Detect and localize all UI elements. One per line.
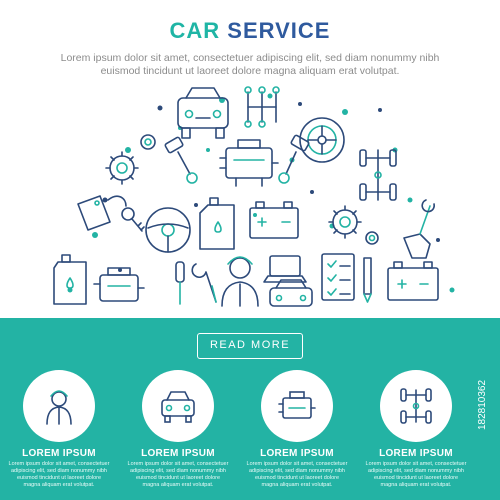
oil-canister-icon <box>199 197 235 250</box>
pencil-icon <box>363 257 372 303</box>
piston-icon <box>278 134 310 184</box>
oil-canister-icon <box>53 254 87 305</box>
icon-semicircle <box>53 86 455 307</box>
gearbox-icon <box>244 86 280 128</box>
feature-icon-circle <box>142 370 214 442</box>
feature-card: LOREM IPSUM Lorem ipsum dolor sit amet, … <box>361 370 471 489</box>
wheel-icon <box>299 117 345 163</box>
page-subtitle: Lorem ipsum dolor sit amet, consectetuer… <box>60 52 440 77</box>
features-section: READ MORE LOREM IPSUM Lorem ipsum dolor … <box>0 318 500 500</box>
chassis-icon <box>400 388 432 424</box>
feature-card: LOREM IPSUM Lorem ipsum dolor sit amet, … <box>242 370 352 489</box>
feature-card: LOREM IPSUM Lorem ipsum dolor sit amet, … <box>4 370 114 489</box>
title-word-service: SERVICE <box>227 18 331 43</box>
feature-title: LOREM IPSUM <box>22 448 96 459</box>
feature-icon-circle <box>380 370 452 442</box>
car-front-icon <box>161 391 195 423</box>
steering-wheel-icon <box>145 207 191 253</box>
piston-icon <box>164 136 198 184</box>
feature-description: Lorem ipsum dolor sit amet, consectetuer… <box>127 461 229 488</box>
feature-title: LOREM IPSUM <box>379 448 453 459</box>
checklist-icon <box>321 253 355 301</box>
battery-icon <box>387 261 439 301</box>
car-icon <box>269 279 313 307</box>
feature-card: LOREM IPSUM Lorem ipsum dolor sit amet, … <box>123 370 233 489</box>
mechanic-icon <box>46 390 72 425</box>
page-title: CAR SERVICE <box>0 18 500 44</box>
feature-icon-circle <box>23 370 95 442</box>
feature-icon-circle <box>261 370 333 442</box>
wrench-icon <box>191 263 217 303</box>
engine-icon <box>93 267 145 302</box>
feature-description: Lorem ipsum dolor sit amet, consectetuer… <box>8 461 110 488</box>
feature-title: LOREM IPSUM <box>260 448 334 459</box>
feature-title: LOREM IPSUM <box>141 448 215 459</box>
feature-description: Lorem ipsum dolor sit amet, consectetuer… <box>365 461 467 488</box>
battery-icon <box>249 201 299 239</box>
laptop-icon <box>263 255 307 283</box>
screwdriver-icon <box>175 261 185 305</box>
chassis-icon <box>359 149 397 201</box>
title-word-car: CAR <box>169 18 221 43</box>
key-tag-icon <box>77 195 145 232</box>
gear-icon <box>365 231 379 245</box>
hero-section: CAR SERVICE Lorem ipsum dolor sit amet, … <box>0 18 500 307</box>
engine-icon <box>219 139 279 187</box>
gear-icon <box>140 134 156 150</box>
stock-id-watermark: 182810362 <box>477 379 488 431</box>
car-front-icon <box>177 87 229 139</box>
gear-icon <box>105 151 139 185</box>
mechanic-icon <box>221 256 259 307</box>
feature-description: Lorem ipsum dolor sit amet, consectetuer… <box>246 461 348 488</box>
gear-icon <box>328 205 362 239</box>
wrench-hand-icon <box>403 199 435 259</box>
read-more-button[interactable]: READ MORE <box>197 333 303 359</box>
engine-icon <box>278 391 316 419</box>
